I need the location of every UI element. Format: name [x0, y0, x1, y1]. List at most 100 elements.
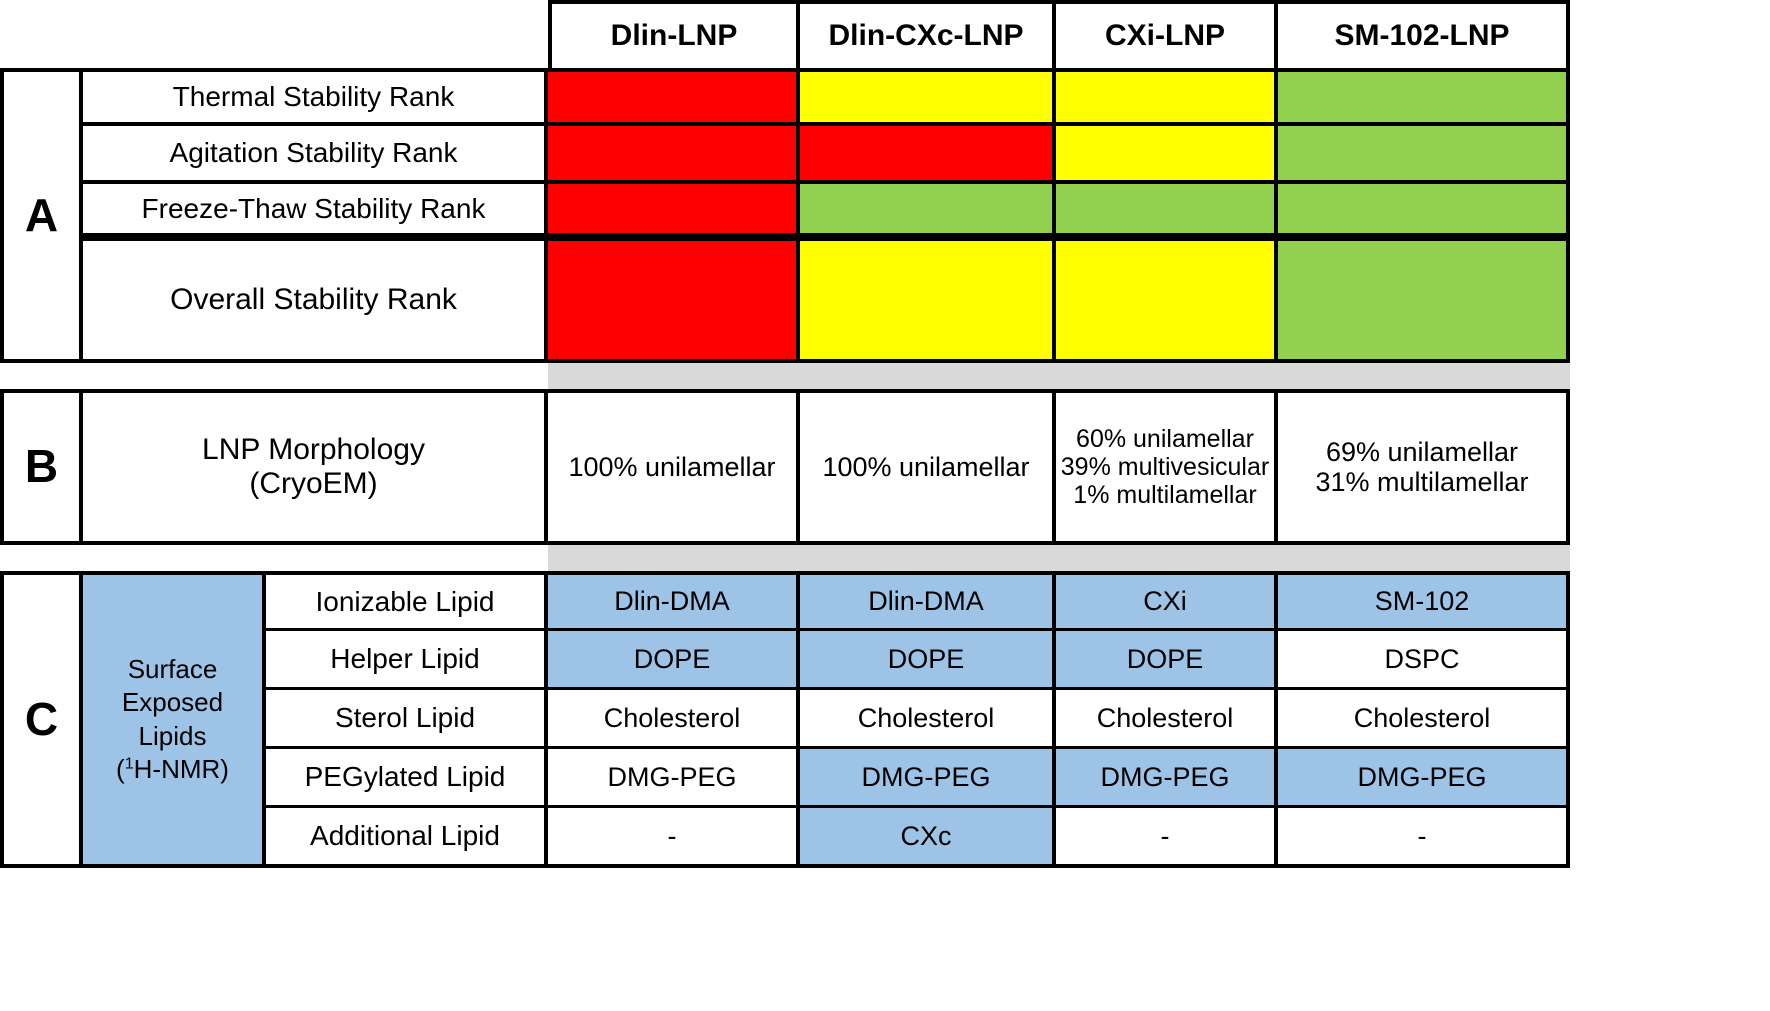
- side-label-line4: (1H-NMR): [116, 753, 229, 786]
- panel-a-row-thermal: Thermal Stability Rank: [83, 68, 1770, 126]
- side-label-superscript: 1: [124, 754, 134, 773]
- panel-c-row-label: Ionizable Lipid: [266, 571, 548, 631]
- panel-a-cell-agitation-dlin: [548, 126, 800, 184]
- panel-c-cell-sterol-dlincxc: Cholesterol: [800, 690, 1056, 749]
- panel-c-row-label: Helper Lipid: [266, 631, 548, 690]
- panel-a-cell-thermal-sm102: [1278, 68, 1570, 126]
- side-label-line1: Surface: [127, 653, 218, 684]
- panel-a-cell-freeze-dlin: [548, 184, 800, 241]
- panel-b-letter: B: [0, 389, 83, 545]
- column-header-dlin-cxc: Dlin-CXc-LNP: [800, 0, 1056, 68]
- panel-a-cell-overall-cxi: [1056, 241, 1278, 363]
- panel-b-cell-dlincxc: 100% unilamellar: [800, 389, 1056, 545]
- panel-a-cell-freeze-dlincxc: [800, 184, 1056, 241]
- spacer-sub: [83, 545, 266, 571]
- panel-a-cell-freeze-cxi: [1056, 184, 1278, 241]
- header-spacer-sub: [83, 0, 266, 68]
- panel-c-cell-additional-cxi: -: [1056, 808, 1278, 868]
- morphology-line: 100% unilamellar: [822, 451, 1030, 482]
- panel-c-row-ionizable: Ionizable Lipid Dlin-DMA Dlin-DMA CXi SM…: [266, 571, 1770, 631]
- morphology-line: 1% multilamellar: [1073, 481, 1257, 509]
- spacer-letter: [0, 363, 83, 389]
- panel-a-cell-overall-sm102: [1278, 241, 1570, 363]
- panel-b-cell-sm102: 69% unilamellar 31% multilamellar: [1278, 389, 1570, 545]
- panel-c: C Surface Exposed Lipids (1H-NMR) Ioniza…: [0, 571, 1770, 868]
- panel-c-cell-sterol-sm102: Cholesterol: [1278, 690, 1570, 749]
- panel-c-row-label: PEGylated Lipid: [266, 749, 548, 808]
- panel-c-cell-additional-dlincxc: CXc: [800, 808, 1056, 868]
- side-label-line3: Lipids: [138, 720, 207, 751]
- panel-c-row-sterol: Sterol Lipid Cholesterol Cholesterol Cho…: [266, 690, 1770, 749]
- panel-a-cell-thermal-cxi: [1056, 68, 1278, 126]
- spacer-label: [266, 545, 548, 571]
- spacer-label: [266, 363, 548, 389]
- panel-c-cell-helper-dlincxc: DOPE: [800, 631, 1056, 690]
- side-label-line2: Exposed: [121, 687, 224, 718]
- panel-a-cell-agitation-sm102: [1278, 126, 1570, 184]
- spacer-cell-sm102: [1278, 363, 1570, 389]
- panel-c-cell-sterol-dlin: Cholesterol: [548, 690, 800, 749]
- panel-a-cell-freeze-sm102: [1278, 184, 1570, 241]
- panel-b-cell-dlin: 100% unilamellar: [548, 389, 800, 545]
- spacer-sub: [83, 363, 266, 389]
- panel-c-row-additional: Additional Lipid - CXc - -: [266, 808, 1770, 868]
- panel-a-row-label: Freeze-Thaw Stability Rank: [83, 184, 548, 241]
- spacer-cell-dlincxc: [800, 545, 1056, 571]
- spacer-row-a-b: [0, 363, 1770, 389]
- column-header-cxi: CXi-LNP: [1056, 0, 1278, 68]
- panel-c-cell-sterol-cxi: Cholesterol: [1056, 690, 1278, 749]
- spacer-row-b-c: [0, 545, 1770, 571]
- spacer-cell-cxi: [1056, 545, 1278, 571]
- panel-a-cell-overall-dlin: [548, 241, 800, 363]
- spacer-cell-dlin: [548, 545, 800, 571]
- spacer-cell-cxi: [1056, 363, 1278, 389]
- panel-b-label-line2: (CryoEM): [249, 467, 378, 500]
- panel-a-cell-overall-dlincxc: [800, 241, 1056, 363]
- panel-c-cell-pegylated-dlincxc: DMG-PEG: [800, 749, 1056, 808]
- panel-a-row-overall: Overall Stability Rank: [83, 241, 1770, 363]
- panel-c-side-label: Surface Exposed Lipids (1H-NMR): [83, 571, 266, 868]
- panel-c-cell-helper-sm102: DSPC: [1278, 631, 1570, 690]
- panel-c-cell-ionizable-sm102: SM-102: [1278, 571, 1570, 631]
- panel-c-cell-helper-dlin: DOPE: [548, 631, 800, 690]
- morphology-line: 31% multilamellar: [1315, 467, 1529, 497]
- panel-c-cell-pegylated-cxi: DMG-PEG: [1056, 749, 1278, 808]
- panel-c-cell-ionizable-dlin: Dlin-DMA: [548, 571, 800, 631]
- header-spacer-label: [266, 0, 548, 68]
- panel-a: A Thermal Stability Rank Agitation Stabi…: [0, 68, 1770, 363]
- column-header-row: Dlin-LNP Dlin-CXc-LNP CXi-LNP SM-102-LNP: [0, 0, 1770, 68]
- column-header-dlin: Dlin-LNP: [548, 0, 800, 68]
- morphology-line: 69% unilamellar: [1325, 436, 1519, 467]
- panel-c-cell-ionizable-dlincxc: Dlin-DMA: [800, 571, 1056, 631]
- panel-a-cell-thermal-dlin: [548, 68, 800, 126]
- panel-c-letter: C: [0, 571, 83, 868]
- panel-a-row-label: Agitation Stability Rank: [83, 126, 548, 184]
- panel-c-row-label: Additional Lipid: [266, 808, 548, 868]
- panel-c-cell-pegylated-dlin: DMG-PEG: [548, 749, 800, 808]
- panel-a-row-freeze-thaw: Freeze-Thaw Stability Rank: [83, 184, 1770, 241]
- panel-c-cell-helper-cxi: DOPE: [1056, 631, 1278, 690]
- panel-a-letter: A: [0, 68, 83, 363]
- panel-b-cell-cxi: 60% unilamellar 39% multivesicular 1% mu…: [1056, 389, 1278, 545]
- spacer-cell-sm102: [1278, 545, 1570, 571]
- panel-a-row-agitation: Agitation Stability Rank: [83, 126, 1770, 184]
- panel-b-label-line1: LNP Morphology: [202, 433, 425, 467]
- panel-b: B LNP Morphology (CryoEM) 100% unilamell…: [0, 389, 1770, 545]
- panel-c-row-label: Sterol Lipid: [266, 690, 548, 749]
- panel-a-row-label: Thermal Stability Rank: [83, 68, 548, 126]
- panel-c-cell-pegylated-sm102: DMG-PEG: [1278, 749, 1570, 808]
- panel-a-cell-agitation-dlincxc: [800, 126, 1056, 184]
- morphology-line: 39% multivesicular: [1060, 453, 1270, 481]
- panel-c-cell-ionizable-cxi: CXi: [1056, 571, 1278, 631]
- panel-c-row-helper: Helper Lipid DOPE DOPE DOPE DSPC: [266, 631, 1770, 690]
- header-spacer-letter: [0, 0, 83, 68]
- side-label-paren-open: (: [116, 753, 125, 784]
- panel-a-cell-thermal-dlincxc: [800, 68, 1056, 126]
- panel-a-cell-agitation-cxi: [1056, 126, 1278, 184]
- panel-b-row-label: LNP Morphology (CryoEM): [83, 389, 548, 545]
- side-label-nmr: H-NMR): [133, 753, 229, 784]
- panel-c-cell-additional-dlin: -: [548, 808, 800, 868]
- spacer-cell-dlin: [548, 363, 800, 389]
- morphology-line: 100% unilamellar: [568, 451, 776, 482]
